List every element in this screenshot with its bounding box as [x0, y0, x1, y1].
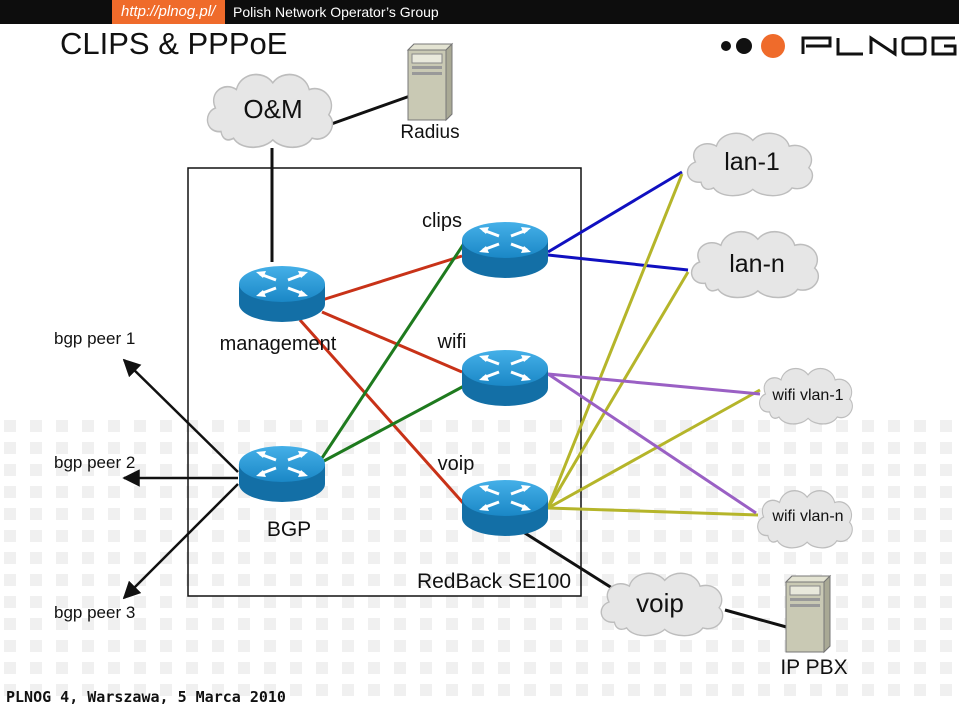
svg-text:wifi vlan-1: wifi vlan-1 — [771, 387, 843, 404]
link-voip-wifivlann — [547, 506, 759, 517]
link-bgp-wifi — [321, 384, 465, 464]
logo-dot-orange — [761, 34, 785, 58]
logo-wordmark — [801, 35, 957, 57]
bgp-peer-3-label: bgp peer 3 — [54, 603, 135, 622]
router-voip: voip — [438, 453, 550, 538]
link-bgp-clips — [320, 241, 467, 459]
cloud-lan1: lan-1 — [686, 132, 814, 197]
svg-text:lan-n: lan-n — [729, 250, 785, 278]
svg-text:management: management — [220, 333, 337, 355]
link-wifi-wifivlann — [547, 372, 757, 515]
bgp-peer-2-label: bgp peer 2 — [54, 453, 135, 472]
link-voip-lann — [546, 271, 690, 509]
cloud-voip: voip — [600, 572, 724, 637]
link-om-radius — [319, 94, 411, 130]
server-ip-pbx: IP PBX — [780, 575, 848, 679]
chassis-label: RedBack SE100 — [417, 570, 571, 593]
cloud-wifi-vlann: wifi vlan-n — [756, 490, 853, 549]
router-clips: clips — [422, 210, 550, 280]
page-title: CLIPS & PPPoE — [60, 26, 288, 61]
link-bgp-peer3 — [122, 483, 239, 600]
link-voip-wifivlan1 — [547, 388, 761, 510]
group-name: Polish Network Operator’s Group — [233, 4, 439, 20]
svg-text:O&M: O&M — [243, 94, 302, 124]
link-wifi-wifivlan1 — [547, 372, 761, 396]
svg-text:BGP: BGP — [267, 518, 311, 541]
bgp-peer-1-label: bgp peer 1 — [54, 329, 135, 348]
svg-text:wifi vlan-n: wifi vlan-n — [771, 508, 843, 525]
svg-text:voip: voip — [438, 453, 475, 475]
cloud-lann: lan-n — [690, 230, 820, 299]
svg-text:voip: voip — [636, 588, 684, 618]
link-management-voip — [298, 319, 466, 505]
server-radius: Radius — [400, 43, 460, 143]
svg-text:clips: clips — [422, 210, 462, 232]
footer-text: PLNOG 4, Warszawa, 5 Marca 2010 — [6, 688, 286, 706]
logo-dot-medium — [736, 38, 752, 54]
svg-text:IP PBX: IP PBX — [780, 656, 847, 679]
link-voip-voipcloud — [519, 528, 613, 590]
url-tab: http://plnog.pl/ — [112, 0, 225, 24]
plnog-logo — [721, 34, 957, 58]
svg-text:Radius: Radius — [400, 122, 459, 143]
link-clips-lann — [547, 253, 689, 272]
link-management-wifi — [321, 310, 463, 374]
link-voipcloud-ippbx — [724, 608, 791, 630]
redback-chassis — [187, 167, 582, 597]
router-wifi: wifi — [437, 331, 550, 408]
link-clips-lan1 — [547, 170, 683, 254]
router-bgp: BGP — [237, 444, 327, 541]
svg-text:lan-1: lan-1 — [724, 148, 780, 176]
cloud-om: O&M — [206, 73, 334, 149]
link-management-clips — [321, 254, 463, 302]
background-dots — [4, 420, 952, 696]
router-management: management — [220, 264, 337, 355]
svg-text:wifi: wifi — [437, 331, 467, 353]
cloud-wifi-vlan1: wifi vlan-1 — [758, 367, 854, 425]
links — [122, 94, 791, 630]
header-bar: http://plnog.pl/ Polish Network Operator… — [0, 0, 959, 24]
link-voip-lan1 — [546, 173, 684, 509]
logo-dot-small — [721, 41, 731, 51]
link-bgp-peer1 — [122, 358, 239, 473]
